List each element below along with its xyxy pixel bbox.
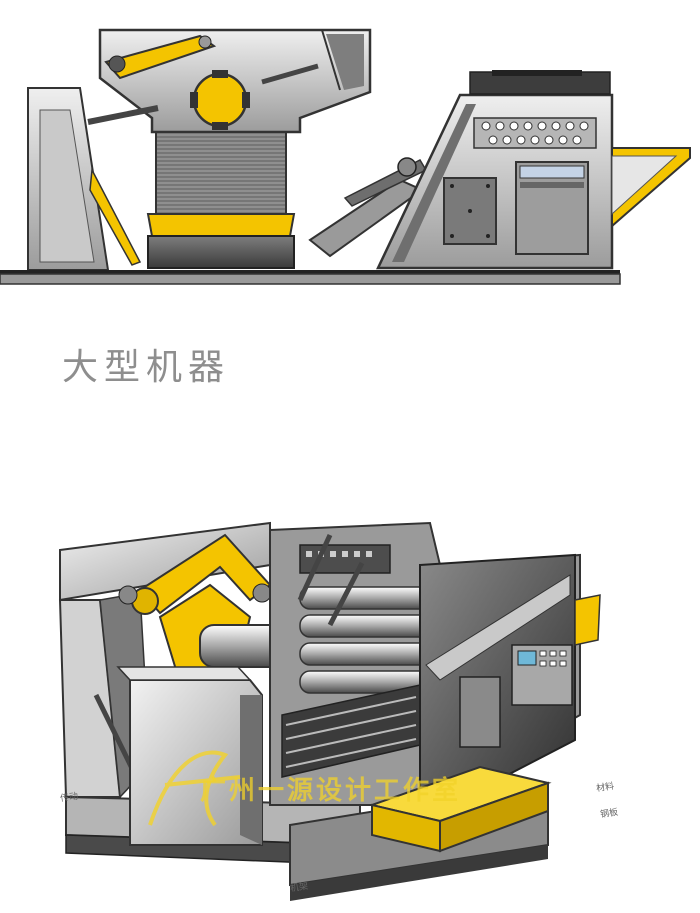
watermark-text: 广州一源设计工作室: [200, 776, 462, 806]
watermark-logo-mark: [148, 750, 241, 827]
right-cabinet: [419, 553, 601, 812]
left-stand: [27, 87, 142, 271]
pedestal: [146, 131, 296, 269]
annotation-4: 机架: [289, 881, 309, 895]
annotation-2: 钢板: [599, 807, 619, 821]
machine-perspective-sketch: [58, 521, 601, 901]
yellow-material-block: [368, 765, 552, 853]
annotation-3: 传动: [59, 791, 79, 805]
pedestal-block: [116, 666, 263, 846]
straightener-body: [376, 70, 691, 270]
yellow-arms: [118, 533, 272, 615]
uncoiler-housing: [87, 28, 372, 134]
caption-title: 大型机器: [62, 347, 231, 388]
annotation-1: 材料: [595, 781, 615, 795]
machine-side-view-sketch: [0, 28, 691, 285]
coil-wheel-icon: [192, 72, 248, 128]
feed-ramp: [308, 157, 428, 258]
